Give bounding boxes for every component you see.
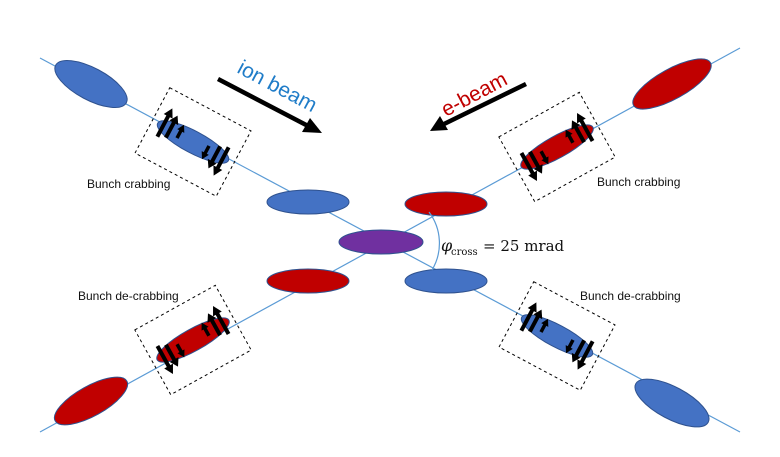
crabbing-label-left: Bunch crabbing <box>87 177 170 191</box>
electron-beam-direction-arrow <box>430 81 527 131</box>
crossing-angle-arc <box>428 211 441 271</box>
decrabbing-label-left: Bunch de-crabbing <box>78 289 179 303</box>
ion-bunch-incoming <box>266 189 350 215</box>
electron-bunch-upper-right <box>632 58 712 110</box>
electron-bunch-lower-left <box>53 376 129 426</box>
ion-bunch-lower-right <box>634 378 710 428</box>
crossing-angle-formula: φ cross = 25 mrad <box>441 236 565 258</box>
collision-bunch <box>338 229 424 255</box>
ion-bunch-upper-left <box>54 60 128 108</box>
ion-bunch-outgoing <box>404 268 488 294</box>
crab-box-upper-left <box>134 87 252 197</box>
angle-symbol: φ <box>441 236 453 255</box>
decrabbing-label-right: Bunch de-crabbing <box>580 289 681 303</box>
crab-box-upper-right <box>498 91 616 203</box>
electron-bunch-outgoing <box>266 268 350 294</box>
crabbing-label-right: Bunch crabbing <box>597 175 680 189</box>
angle-value: = 25 mrad <box>483 237 565 255</box>
ion-beam-direction-arrow <box>216 77 322 133</box>
angle-subscript: cross <box>451 247 478 258</box>
electron-bunch-incoming <box>404 191 488 217</box>
